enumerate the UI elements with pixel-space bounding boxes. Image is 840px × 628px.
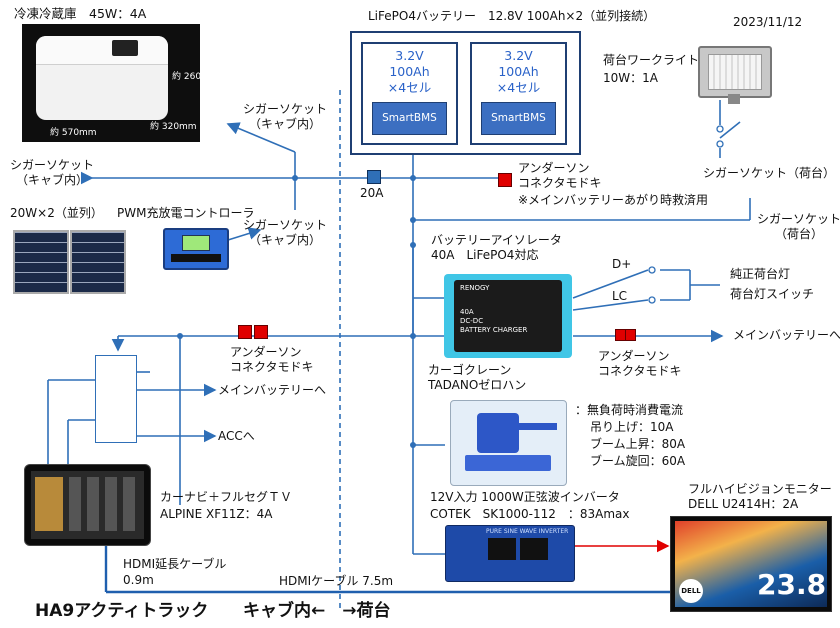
relay-acc-label: ACCへ [218, 429, 255, 443]
solar-panel-icon [70, 230, 126, 294]
crane-item: ブーム旋回：60A [590, 454, 686, 468]
crane-current-title: ：無負荷時消費電流 [575, 403, 684, 417]
relay-main-label: メインバッテリーへ [218, 383, 327, 397]
date: 2023/11/12 [733, 15, 803, 29]
anderson-rescue-note: ※メインバッテリーあがり時救済用 [518, 193, 709, 207]
freezer-panel [112, 40, 138, 56]
solar-panel-icon [13, 230, 69, 294]
freezer-image: 約 260mm 約 570mm 約 320mm [22, 24, 219, 142]
lc-label: LC [612, 289, 628, 303]
lamp-label: 純正荷台灯荷台灯スイッチ [730, 267, 815, 301]
main-battery-right: メインバッテリーへ [733, 328, 840, 342]
work-light-icon [698, 46, 772, 104]
battery-label: LiFePO4バッテリー 12.8V 100Ah×2（並列接続） [368, 9, 656, 23]
freezer-label: 冷凍冷蔵庫 45W：4A [14, 6, 147, 21]
socket-bed-light: シガーソケット（荷台） [703, 166, 836, 180]
anderson-connector-icon [238, 325, 252, 339]
isolator-anderson-label: アンダーソンコネクタモドキ [598, 349, 682, 378]
isolator-brand: RENOGY [460, 284, 490, 292]
crane-item: 吊り上げ：10A [590, 420, 674, 434]
anderson-connector-icon [625, 329, 636, 341]
freezer-dim-width: 約 570mm [50, 128, 97, 138]
cell-count: ×4セル [387, 80, 432, 95]
hdmi-cable-label: HDMIケーブル 7.5m [279, 574, 394, 588]
freezer-dim-height: 約 260mm [172, 72, 219, 82]
relay-box [95, 355, 137, 443]
crane-icon [450, 400, 567, 486]
monitor-icon: DELL 23.8 [670, 516, 832, 612]
dell-logo-icon: DELL [679, 579, 703, 603]
solar-controller-label: PWM充放電コントローラ [117, 206, 255, 220]
d-plus-label: D+ [612, 257, 632, 271]
left-anderson-label: アンダーソンコネクタモドキ [230, 345, 314, 374]
smart-bms: SmartBMS [481, 102, 556, 135]
smart-bms: SmartBMS [372, 102, 447, 135]
cell-count: ×4セル [496, 80, 541, 95]
inverter-icon: PURE SINE WAVE INVERTER [445, 525, 575, 582]
cell-voltage: 3.2V [395, 48, 424, 63]
freezer-dim-depth: 約 320mm [150, 122, 197, 132]
fuse-icon [367, 170, 381, 184]
crane-item: ブーム上昇：80A [590, 437, 686, 451]
cell-capacity: 100Ah [389, 64, 430, 79]
solar-label: 20W×2（並列） [10, 206, 103, 220]
cell-voltage: 3.2V [504, 48, 533, 63]
freezer-body [36, 36, 168, 120]
work-light-spec: 10W：1A [603, 71, 658, 85]
car-navi-icon [24, 464, 151, 546]
fuse-label: 20A [360, 186, 384, 200]
socket-bed-right: シガーソケット（荷台） [757, 212, 840, 241]
inverter-panel-text: PURE SINE WAVE INVERTER [486, 528, 569, 535]
socket-cab-left: シガーソケット（キャブ内） [10, 158, 95, 187]
socket-cab-top: シガーソケット（キャブ内） [243, 102, 328, 131]
anderson-connector-icon [254, 325, 268, 339]
socket-cab-mid: シガーソケット（キャブ内） [243, 218, 328, 247]
work-light-label: 荷台ワークライト [603, 53, 700, 67]
anderson-connector-icon [498, 173, 512, 187]
cell-capacity: 100Ah [498, 64, 539, 79]
page-title: HA9アクティトラック [35, 601, 209, 621]
pwm-controller-icon [163, 228, 229, 270]
direction-label: キャブ内← →荷台 [243, 601, 391, 621]
monitor-screen-number: 23.8 [757, 568, 827, 601]
anderson-rescue-label: アンダーソンコネクタモドキ [518, 161, 602, 190]
